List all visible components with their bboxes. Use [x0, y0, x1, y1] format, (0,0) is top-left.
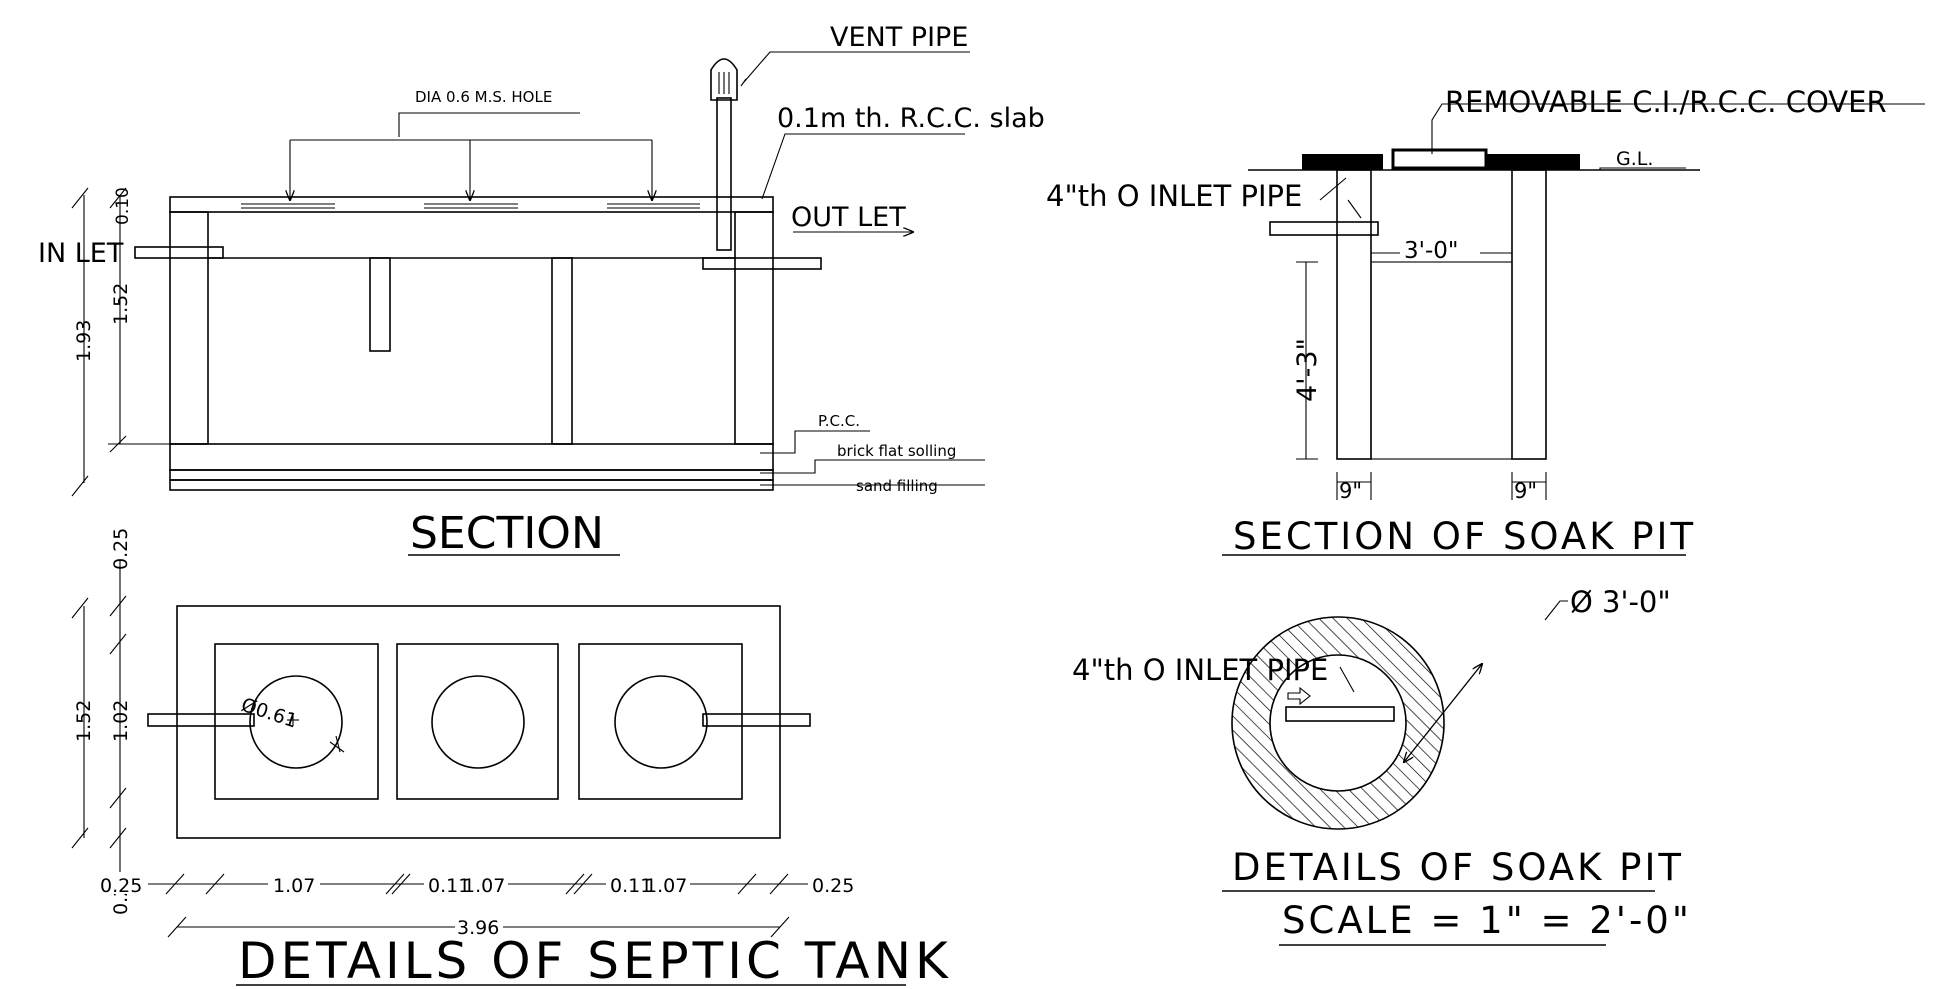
soak-plan-inlet-pipe	[1285, 706, 1395, 722]
plan-inlet-pipe	[147, 713, 255, 727]
brick-soling-label: brick flat solling	[837, 442, 956, 460]
soak-inlet-pipe	[1269, 221, 1379, 236]
honeycomb-fill	[1370, 261, 1513, 460]
cover-label: REMOVABLE C.I./R.C.C. COVER	[1445, 85, 1887, 119]
soak-plan-title: DETAILS OF SOAK PIT	[1232, 846, 1684, 889]
pcc-layer	[169, 443, 774, 471]
inlet-label: IN LET	[38, 238, 124, 269]
right-wall	[734, 211, 774, 445]
septic-tank-section: VENT PIPE DIA 0.6 M.S. HOLE 0.1m th. R.C…	[38, 22, 1045, 559]
plan-dim-total-width: 1.52	[73, 700, 95, 742]
scale-label: SCALE = 1" = 2'-0"	[1282, 899, 1692, 942]
soak-pit-section: REMOVABLE C.I./R.C.C. COVER G.L. 4"th O …	[1046, 85, 1925, 558]
flow-arrow-icon	[1287, 686, 1311, 706]
section-title: SECTION	[410, 508, 604, 559]
pcc-label: P.C.C.	[818, 412, 860, 430]
outlet-label: OUT LET	[791, 202, 906, 233]
hole-3	[614, 675, 708, 769]
vent-pipe-label: VENT PIPE	[830, 22, 968, 53]
plan-outlet-pipe	[702, 713, 811, 727]
baffle-1	[369, 257, 391, 352]
brick-soling-layer	[169, 469, 774, 481]
plan-dim-chamber-1: 1.07	[273, 875, 315, 897]
chamber-2	[396, 643, 559, 800]
soak-pit-plan: Ø 3'-0" 4"th O INLET PIPE DETAILS OF SOA…	[1072, 585, 1692, 946]
dim-depth: 1.52	[110, 283, 132, 325]
plan-dim-inner-width: 1.02	[110, 700, 132, 742]
hole-2	[431, 675, 525, 769]
outlet-pipe	[702, 257, 822, 270]
sand-filling-layer	[169, 479, 774, 491]
soak-inner-dim: 3'-0"	[1404, 238, 1458, 264]
plan-dim-chamber-3: 1.07	[645, 875, 687, 897]
plan-dim-wall-right: 0.25	[812, 875, 854, 897]
ground-slab	[1302, 154, 1383, 170]
rcc-slab-label: 0.1m th. R.C.C. slab	[777, 103, 1045, 134]
plan-dim-wall-top: 0.25	[110, 528, 132, 570]
plan-dim-chamber-2: 1.07	[463, 875, 505, 897]
soak-depth-dim: 4'-3"	[1292, 338, 1323, 402]
chamber-1	[214, 643, 379, 800]
baffle-2	[551, 257, 573, 445]
soak-diameter-label: Ø 3'-0"	[1570, 585, 1671, 619]
soak-section-title: SECTION OF SOAK PIT	[1233, 515, 1696, 558]
septic-tank-title: DETAILS OF SEPTIC TANK	[238, 932, 952, 989]
gl-label: G.L.	[1616, 148, 1653, 170]
soak-wall-left-dim: 9"	[1339, 479, 1362, 503]
septic-tank-plan: Ø0.61 1.52 1.02 0.25 0.25 0.25 1.07 0.11…	[71, 528, 952, 989]
soak-inlet-label: 4"th O INLET PIPE	[1046, 179, 1302, 213]
dim-slab: 0.10	[113, 187, 133, 225]
removable-cover	[1391, 148, 1488, 170]
plan-dim-partition-1: 0.11	[428, 875, 470, 897]
plan-dim-total-length: 3.96	[457, 917, 499, 939]
vent-pipe-icon	[710, 58, 738, 251]
plan-dim-wall-left: 0.25	[100, 875, 142, 897]
soak-right-wall	[1511, 169, 1547, 460]
inlet-pipe	[134, 246, 224, 259]
soak-wall-right-dim: 9"	[1514, 479, 1537, 503]
plan-dim-partition-2: 0.11	[610, 875, 652, 897]
sand-filling-label: sand filling	[856, 477, 938, 495]
soak-left-wall	[1336, 169, 1372, 460]
chamber-3	[578, 643, 743, 800]
slab-holes	[241, 203, 700, 209]
soak-plan-inlet-label: 4"th O INLET PIPE	[1072, 653, 1328, 687]
ms-hole-label: DIA 0.6 M.S. HOLE	[415, 88, 552, 106]
dim-total-height: 1.93	[73, 320, 95, 362]
hole-1	[249, 675, 343, 769]
